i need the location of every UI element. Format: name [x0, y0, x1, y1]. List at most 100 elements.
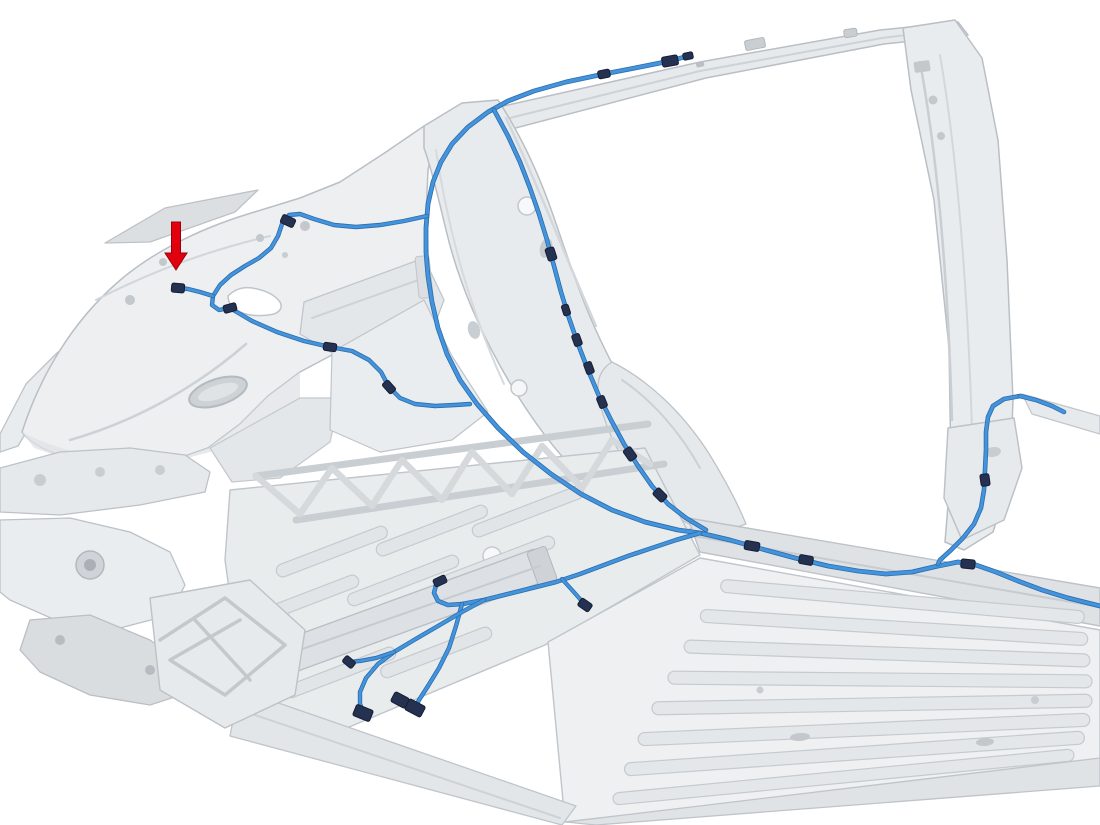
- harness-connector-24: [352, 704, 374, 722]
- harness-connector-10: [560, 303, 572, 317]
- right-pillar-seam: [918, 60, 954, 422]
- harness-connector-16: [743, 540, 761, 552]
- harness-route-quarter-floor-link: [228, 306, 472, 408]
- honeycomb-lattice: [158, 596, 287, 697]
- harness-connector-6: [222, 302, 238, 314]
- rear-quarter-panel: [0, 125, 435, 468]
- floor-rib: [667, 670, 1093, 689]
- floor-rib: [683, 639, 1091, 668]
- rail-hole: [95, 467, 105, 477]
- floor-rib: [612, 748, 1075, 806]
- harness-connector-3: [682, 51, 694, 61]
- harness-connector-23: [390, 691, 410, 709]
- harness-connector-13: [596, 395, 608, 409]
- main-floor-surface: [547, 557, 1100, 823]
- front-chassis: [0, 447, 306, 729]
- quarter-crease: [68, 342, 248, 442]
- floor-rib: [623, 730, 1086, 777]
- harness-connector-8: [382, 379, 396, 395]
- quarter-top-flap: [104, 189, 259, 244]
- harness-connector-21: [432, 574, 448, 588]
- harness-connector-target: [170, 282, 186, 294]
- floor-rib: [651, 693, 1093, 716]
- quarter-hole: [300, 221, 310, 231]
- arm-bolt: [55, 635, 65, 645]
- pillar-hole: [913, 60, 931, 73]
- harness-connector-18: [960, 558, 976, 570]
- right-pillar-panel: [902, 19, 1014, 551]
- rail-hole: [34, 474, 46, 486]
- harness-connector-11: [571, 333, 583, 347]
- tower-hub: [84, 559, 96, 571]
- harness-connector-7: [322, 341, 338, 353]
- quarter-oval-hole-inner: [197, 382, 239, 402]
- floor-front-flange: [565, 757, 1100, 825]
- harness-connector-4: [279, 214, 297, 228]
- c-pillar-shading: [435, 149, 505, 385]
- roof-rail-band: [431, 21, 969, 147]
- roof-bracket: [843, 27, 858, 39]
- pointer-arrow: [164, 221, 188, 271]
- body-structure: [0, 19, 1100, 825]
- harness-connector-14: [622, 446, 638, 462]
- harness-connector-1: [661, 54, 679, 68]
- wheelhouse-left-lower: [209, 397, 341, 483]
- lattice-web: [252, 436, 654, 518]
- floor-slot: [976, 737, 994, 747]
- pillar-hole: [937, 132, 945, 140]
- chassis-rail: [0, 447, 211, 516]
- harness-connector-20: [577, 597, 593, 613]
- quarter-hole: [159, 258, 167, 266]
- lattice-lower-chord: [292, 460, 668, 524]
- lower-rocker-left: [229, 697, 577, 825]
- cross-member-seam: [264, 565, 541, 663]
- c-pillar-shading: [504, 116, 598, 328]
- harness-connectors: [170, 51, 991, 722]
- quarter-hole: [256, 234, 264, 242]
- pillar-inner-slot: [467, 321, 481, 339]
- floor-hole: [1031, 696, 1039, 704]
- main-floor-ribs: [612, 579, 1093, 806]
- floor-hole: [756, 686, 764, 694]
- lower-rocker-seam: [251, 713, 561, 819]
- bracket-hole: [985, 446, 1001, 458]
- floor-rib: [380, 626, 493, 679]
- harness-connector-19: [979, 473, 991, 487]
- harness-connector-9: [544, 246, 558, 262]
- quarter-lower-shading: [22, 372, 300, 468]
- floor-rib: [720, 579, 1085, 624]
- red-location-arrow-icon: [164, 221, 188, 271]
- rail-hole: [155, 465, 165, 475]
- harness-connector-25: [342, 655, 356, 669]
- floor-slot: [790, 732, 810, 742]
- floor-rib: [375, 504, 488, 557]
- pillar-hole: [928, 95, 938, 105]
- harness-route-right-stub: [1018, 394, 1066, 414]
- right-pillar: [902, 19, 1023, 551]
- quarter-hole: [125, 295, 135, 305]
- wheelhouse-left: [209, 299, 489, 483]
- harness-routes: [175, 53, 1100, 717]
- right-pillar-seam: [939, 54, 973, 431]
- arm-bolt: [145, 665, 155, 675]
- wheelhouse-right-arc: [621, 379, 701, 469]
- main-floor: [547, 557, 1100, 825]
- roof-bracket: [744, 37, 766, 51]
- floor-rib: [347, 554, 460, 607]
- pillar-inner-hole: [510, 379, 528, 397]
- floor-rib: [275, 525, 388, 578]
- harness-route-floor-branch: [432, 531, 702, 607]
- roof-slot: [695, 61, 705, 68]
- lattice-upper-chord: [252, 420, 652, 480]
- harness-route-floor-spur-b: [358, 598, 486, 716]
- harness-connector-17: [798, 554, 814, 566]
- wheelhouse-left-upper: [329, 299, 489, 453]
- floor-rib: [637, 712, 1091, 747]
- shelf-brace-seam: [311, 277, 425, 319]
- lattice-brace: [252, 420, 668, 524]
- floor-rib: [699, 608, 1089, 647]
- harness-route-main-trunk: [424, 54, 1100, 608]
- quarter-hole: [282, 252, 288, 258]
